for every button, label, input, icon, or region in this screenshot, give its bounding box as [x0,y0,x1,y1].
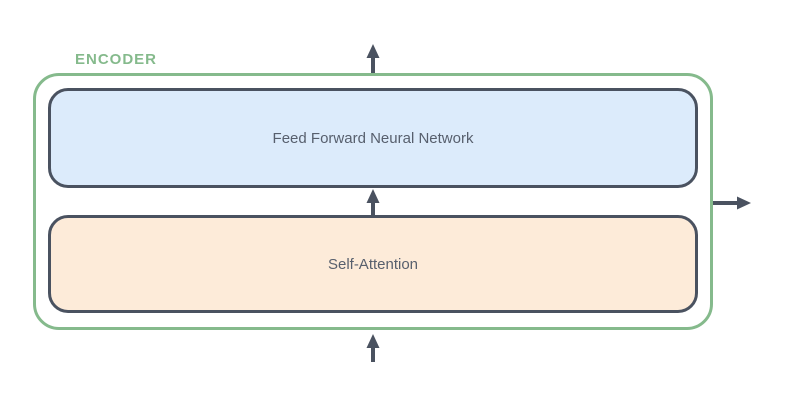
output-arrow-right-icon [713,196,751,210]
self-attention-block: Self-Attention [48,215,698,313]
output-arrow-top-icon [366,44,380,73]
encoder-title: ENCODER [75,51,158,68]
feed-forward-label: Feed Forward Neural Network [272,129,474,147]
input-arrow-bottom-icon [366,334,380,362]
feed-forward-block: Feed Forward Neural Network [48,88,698,188]
self-attention-label: Self-Attention [327,255,419,273]
